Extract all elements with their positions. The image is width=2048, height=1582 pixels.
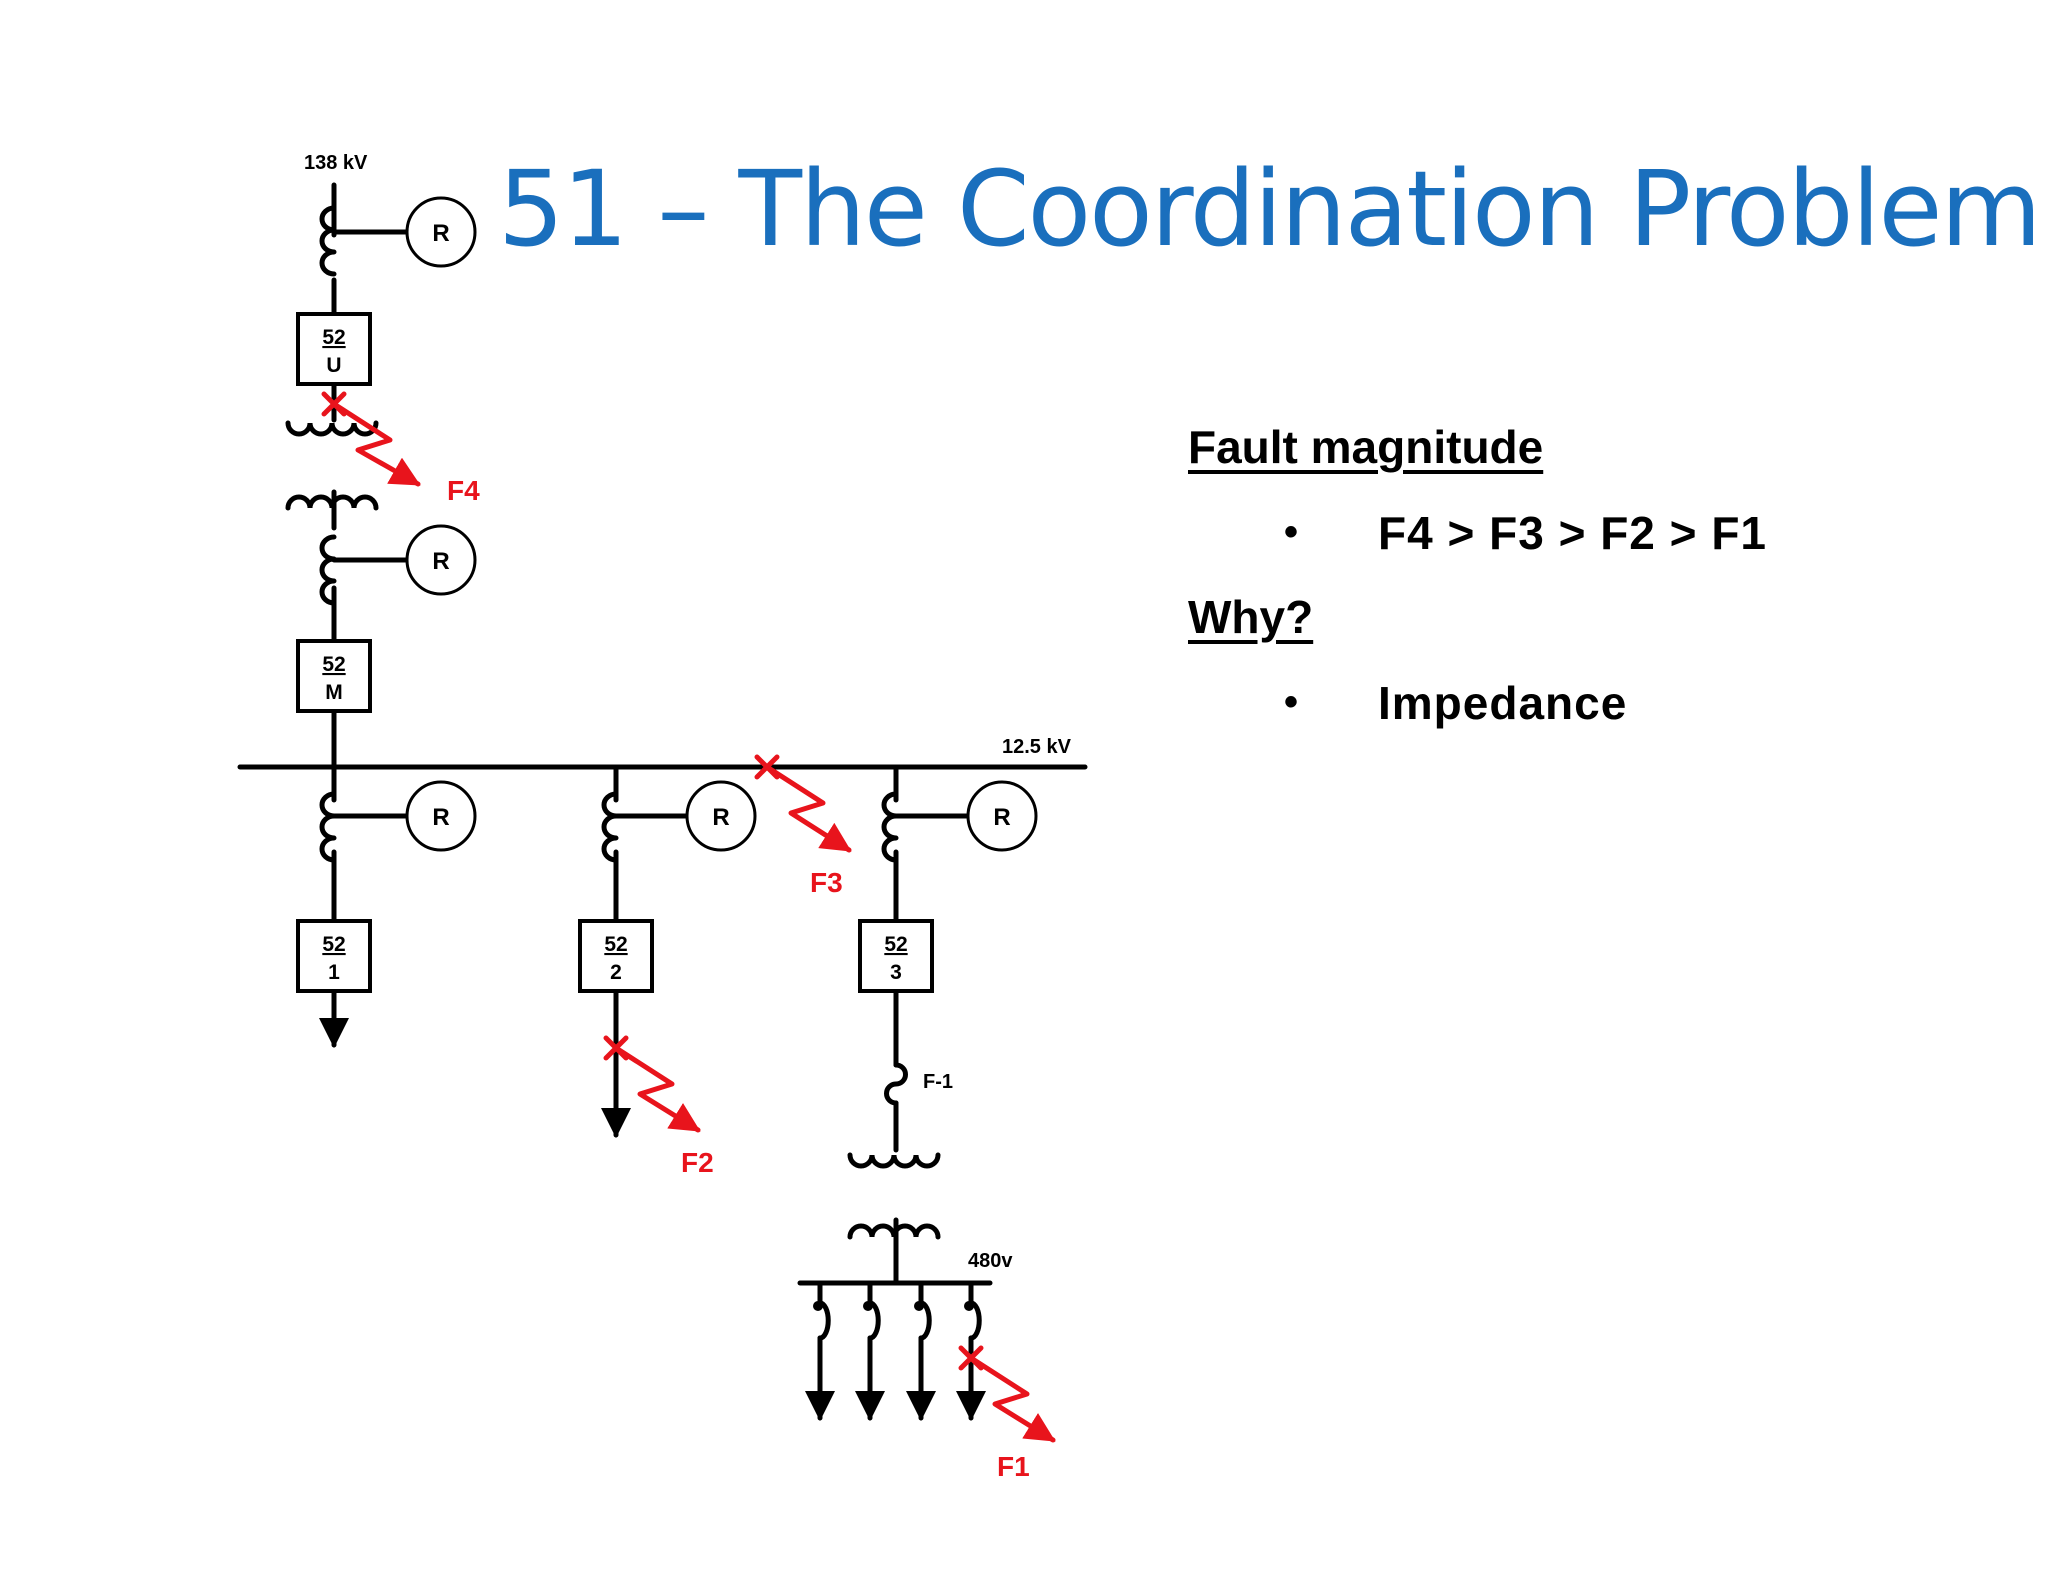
lv-breaker-4 [968,1300,982,1341]
relay-feeder2 [685,780,757,852]
lv-transformer-primary [847,1152,941,1169]
ct-coil-main [319,534,337,606]
voltage-480v: 480v [968,1250,1013,1272]
ct-coil-top [319,205,337,277]
fault-bolt-f2 [613,1045,701,1133]
svg-text:2: 2 [610,961,622,984]
fault-label-f3: F3 [810,867,843,898]
svg-text:52: 52 [322,326,345,349]
main-transformer-secondary [285,494,379,511]
svg-text:1: 1 [328,961,340,984]
fault-label-f1: F1 [997,1451,1030,1482]
voltage-138kv: 138 kV [304,152,368,174]
svg-text:52: 52 [322,933,345,956]
fault-label-f2: F2 [681,1147,714,1178]
relay-top-label: R [432,220,449,247]
bullet-fault-order: F4 > F3 > F2 > F1 [1378,507,1767,559]
svg-text:52: 52 [604,933,627,956]
relay-feeder3-label: R [993,804,1010,831]
breaker-52m [296,639,372,713]
fuse-label: F-1 [923,1071,953,1093]
lv-breaker-3 [918,1300,932,1341]
svg-text:U: U [326,354,341,377]
relay-feeder1 [405,780,477,852]
heading-why: Why? [1188,591,1314,643]
heading-fault-magnitude: Fault magnitude [1188,421,1544,473]
bullet-impedance: Impedance [1378,677,1628,729]
relay-feeder2-label: R [712,804,729,831]
relay-main [405,524,477,596]
lv-breaker-2 [867,1300,881,1341]
main-transformer-primary [285,420,379,437]
fuse [884,1062,908,1106]
breaker-52-3 [858,919,934,993]
lv-transformer-secondary [847,1223,941,1240]
fault-bolt-f4 [331,401,421,487]
relay-feeder3 [966,780,1038,852]
breaker-52-1 [296,919,372,993]
bullet-marker-1: • [1284,510,1299,554]
ct-coil-feeder3 [881,791,899,863]
fault-bolt-f1 [968,1355,1056,1443]
svg-text:M: M [325,681,343,704]
bullet-marker-2: • [1284,680,1299,724]
relay-feeder1-label: R [432,804,449,831]
ct-coil-feeder2 [601,791,619,863]
svg-text:52: 52 [884,933,907,956]
ct-coil-feeder1 [319,791,337,863]
svg-text:3: 3 [890,961,902,984]
svg-text:52: 52 [322,653,345,676]
lv-breaker-1 [817,1300,831,1341]
relay-top [405,196,477,268]
fault-label-f4: F4 [447,475,480,506]
relay-main-label: R [432,548,449,575]
slide-title: 51 – The Coordination Problem [498,148,2042,270]
voltage-12-5kv: 12.5 kV [1002,736,1072,758]
fault-bolt-f3 [764,764,852,853]
breaker-52u [296,312,372,386]
breaker-52-2 [578,919,654,993]
